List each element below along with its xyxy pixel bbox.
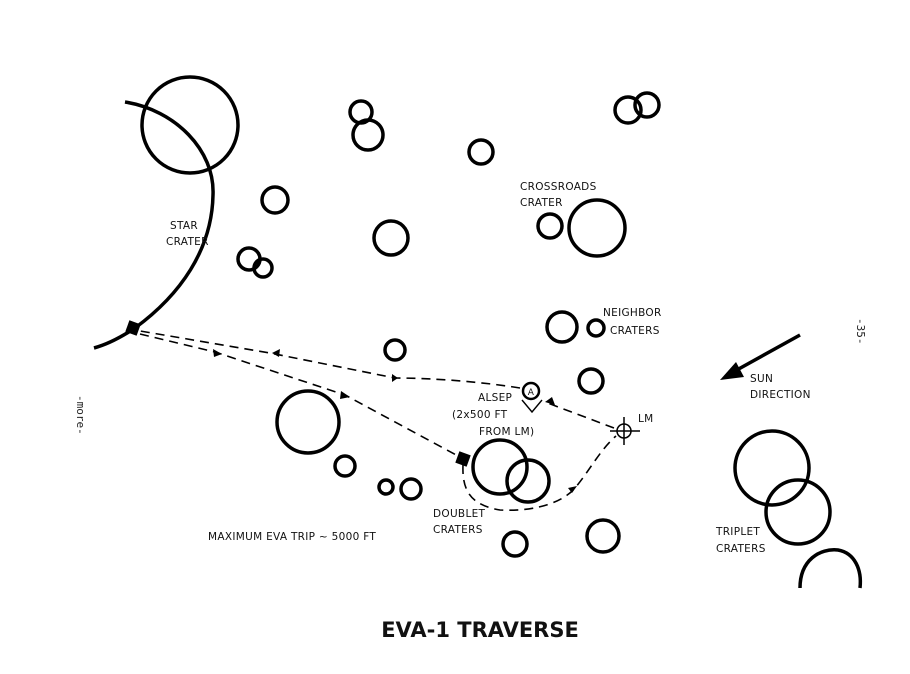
lm-crosshair-icon <box>610 417 640 445</box>
lm-label: LM <box>638 413 654 425</box>
crater <box>501 530 529 558</box>
crater <box>252 257 274 279</box>
triplet-crater <box>798 548 863 589</box>
crater <box>351 118 385 152</box>
crater <box>275 389 341 455</box>
alsep-label: FROM LM) <box>479 426 534 438</box>
crater <box>545 310 579 344</box>
crater <box>377 478 395 496</box>
crossroads-crater <box>567 198 627 258</box>
page-number: -35- <box>854 318 867 345</box>
triplet-crater <box>764 478 832 546</box>
station-marker-icon <box>125 320 141 336</box>
doublet-crater <box>471 438 529 496</box>
sun-direction-label: SUN <box>750 373 773 385</box>
sun-direction-label: DIRECTION <box>750 389 811 401</box>
crater <box>633 91 661 119</box>
crater <box>613 95 643 125</box>
more-indicator: -more- <box>74 395 87 435</box>
svg-text:A: A <box>528 388 535 398</box>
alsep-label: (2x500 FT <box>452 409 508 421</box>
crater <box>586 318 606 338</box>
doublet-craters-label: DOUBLET <box>433 508 486 520</box>
doublet-crater <box>505 458 551 504</box>
crater <box>333 454 357 478</box>
alsep-marker-icon <box>521 381 541 401</box>
map-title: EVA-1 TRAVERSE <box>381 618 579 642</box>
triplet-crater <box>733 429 811 507</box>
star-crater-label: CRATER <box>166 236 209 248</box>
max-trip-label: MAXIMUM EVA TRIP ~ 5000 FT <box>208 531 376 543</box>
star-crater-rim <box>93 100 215 350</box>
crater <box>536 212 564 240</box>
crater <box>577 367 605 395</box>
crater <box>383 338 407 362</box>
crater <box>236 246 262 272</box>
triplet-craters-label: TRIPLET <box>715 526 760 538</box>
craters <box>236 91 863 589</box>
alsep-label: ALSEP <box>478 392 512 404</box>
crater <box>372 219 410 257</box>
doublet-craters-label: CRATERS <box>433 524 483 536</box>
star-crater <box>140 75 240 175</box>
crossroads-crater-label: CROSSROADS <box>520 181 597 193</box>
star-crater-label: STAR <box>170 220 198 232</box>
station-marker-icon <box>455 451 471 467</box>
sun-direction-arrow-icon <box>720 333 801 380</box>
crater <box>399 477 423 501</box>
crater <box>260 185 290 215</box>
crater <box>585 518 621 554</box>
traverse-path <box>139 330 617 511</box>
crossroads-crater-label: CRATER <box>520 197 563 209</box>
triplet-craters-label: CRATERS <box>716 543 766 555</box>
neighbor-craters-label: NEIGHBOR <box>603 307 662 319</box>
neighbor-craters-label: CRATERS <box>610 325 660 337</box>
alsep-pointer-icon <box>521 399 543 414</box>
crater <box>467 138 495 166</box>
